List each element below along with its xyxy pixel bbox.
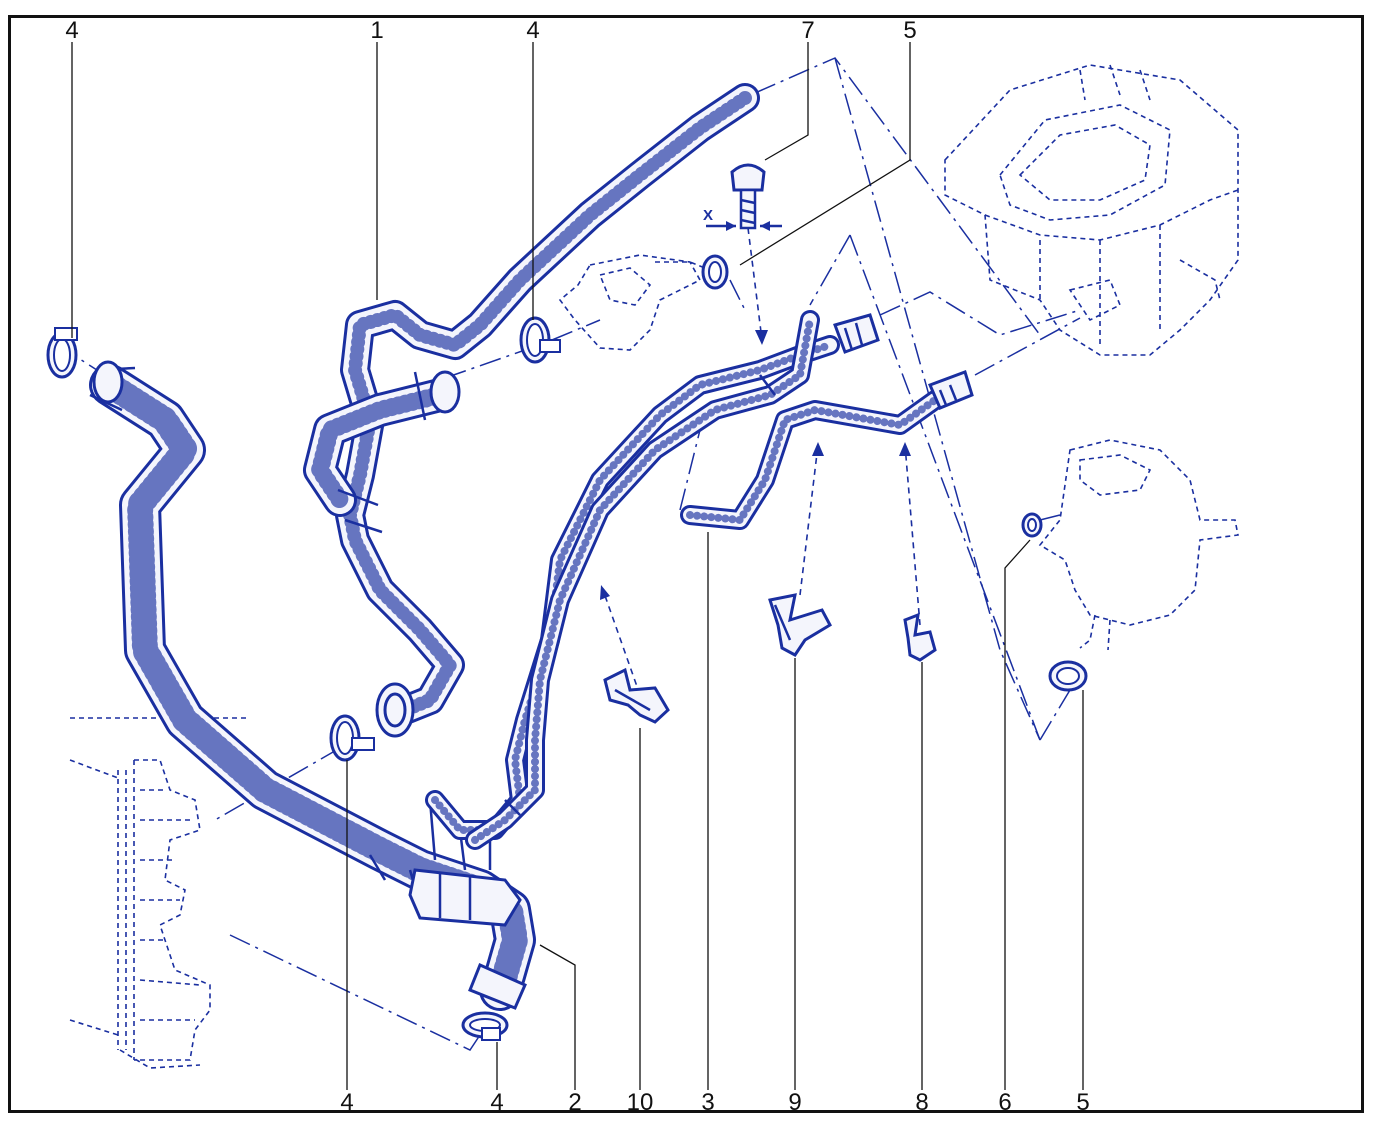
diagram-frame (8, 15, 1364, 1113)
callout-7: 7 (801, 17, 814, 44)
callout-3: 3 (701, 1089, 714, 1116)
leader-lines (71, 42, 1084, 1090)
callout-9: 9 (788, 1089, 801, 1116)
bracket-10 (603, 667, 670, 724)
heater-hose-pair (425, 310, 880, 850)
bleed-screw-7: X (703, 163, 782, 231)
thermostat-housing-ghost (558, 254, 706, 351)
callout-labels: 4 1 4 7 5 4 4 2 10 3 9 8 6 5 (65, 17, 1089, 1116)
x-dimension-label: X (703, 207, 713, 224)
hose-1 (303, 83, 760, 738)
clamp-4-top-left (46, 327, 78, 379)
clamp-5-top (701, 254, 729, 290)
bracket-9 (768, 593, 832, 657)
expansion-tank-ghost (1038, 439, 1239, 651)
heater-unit-ghost (944, 64, 1239, 356)
callout-6: 6 (998, 1089, 1011, 1116)
callout-5-top: 5 (903, 17, 916, 44)
callout-1: 1 (370, 17, 383, 44)
clamp-4-bottom (461, 1011, 509, 1041)
callout-10: 10 (627, 1089, 654, 1116)
callout-5-bottom: 5 (1076, 1089, 1089, 1116)
callout-4-bottom-a: 4 (340, 1089, 353, 1116)
callout-8: 8 (915, 1089, 928, 1116)
callout-4-top-left: 4 (65, 17, 78, 44)
assembly-arrows (600, 227, 921, 696)
hose-3 (680, 370, 974, 530)
bracket-8 (903, 612, 937, 662)
callout-2: 2 (568, 1089, 581, 1116)
callout-4-bottom-b: 4 (490, 1089, 503, 1116)
clamp-6 (1021, 512, 1043, 538)
clamp-4-mid (329, 714, 375, 762)
callout-4-top-mid: 4 (526, 17, 539, 44)
hose-2 (89, 360, 536, 1011)
clamp-5-bottom (1048, 660, 1088, 692)
radiator-ghost (69, 717, 250, 1069)
centre-lines (57, 57, 1081, 1051)
clamp-4-top-mid (519, 316, 561, 364)
